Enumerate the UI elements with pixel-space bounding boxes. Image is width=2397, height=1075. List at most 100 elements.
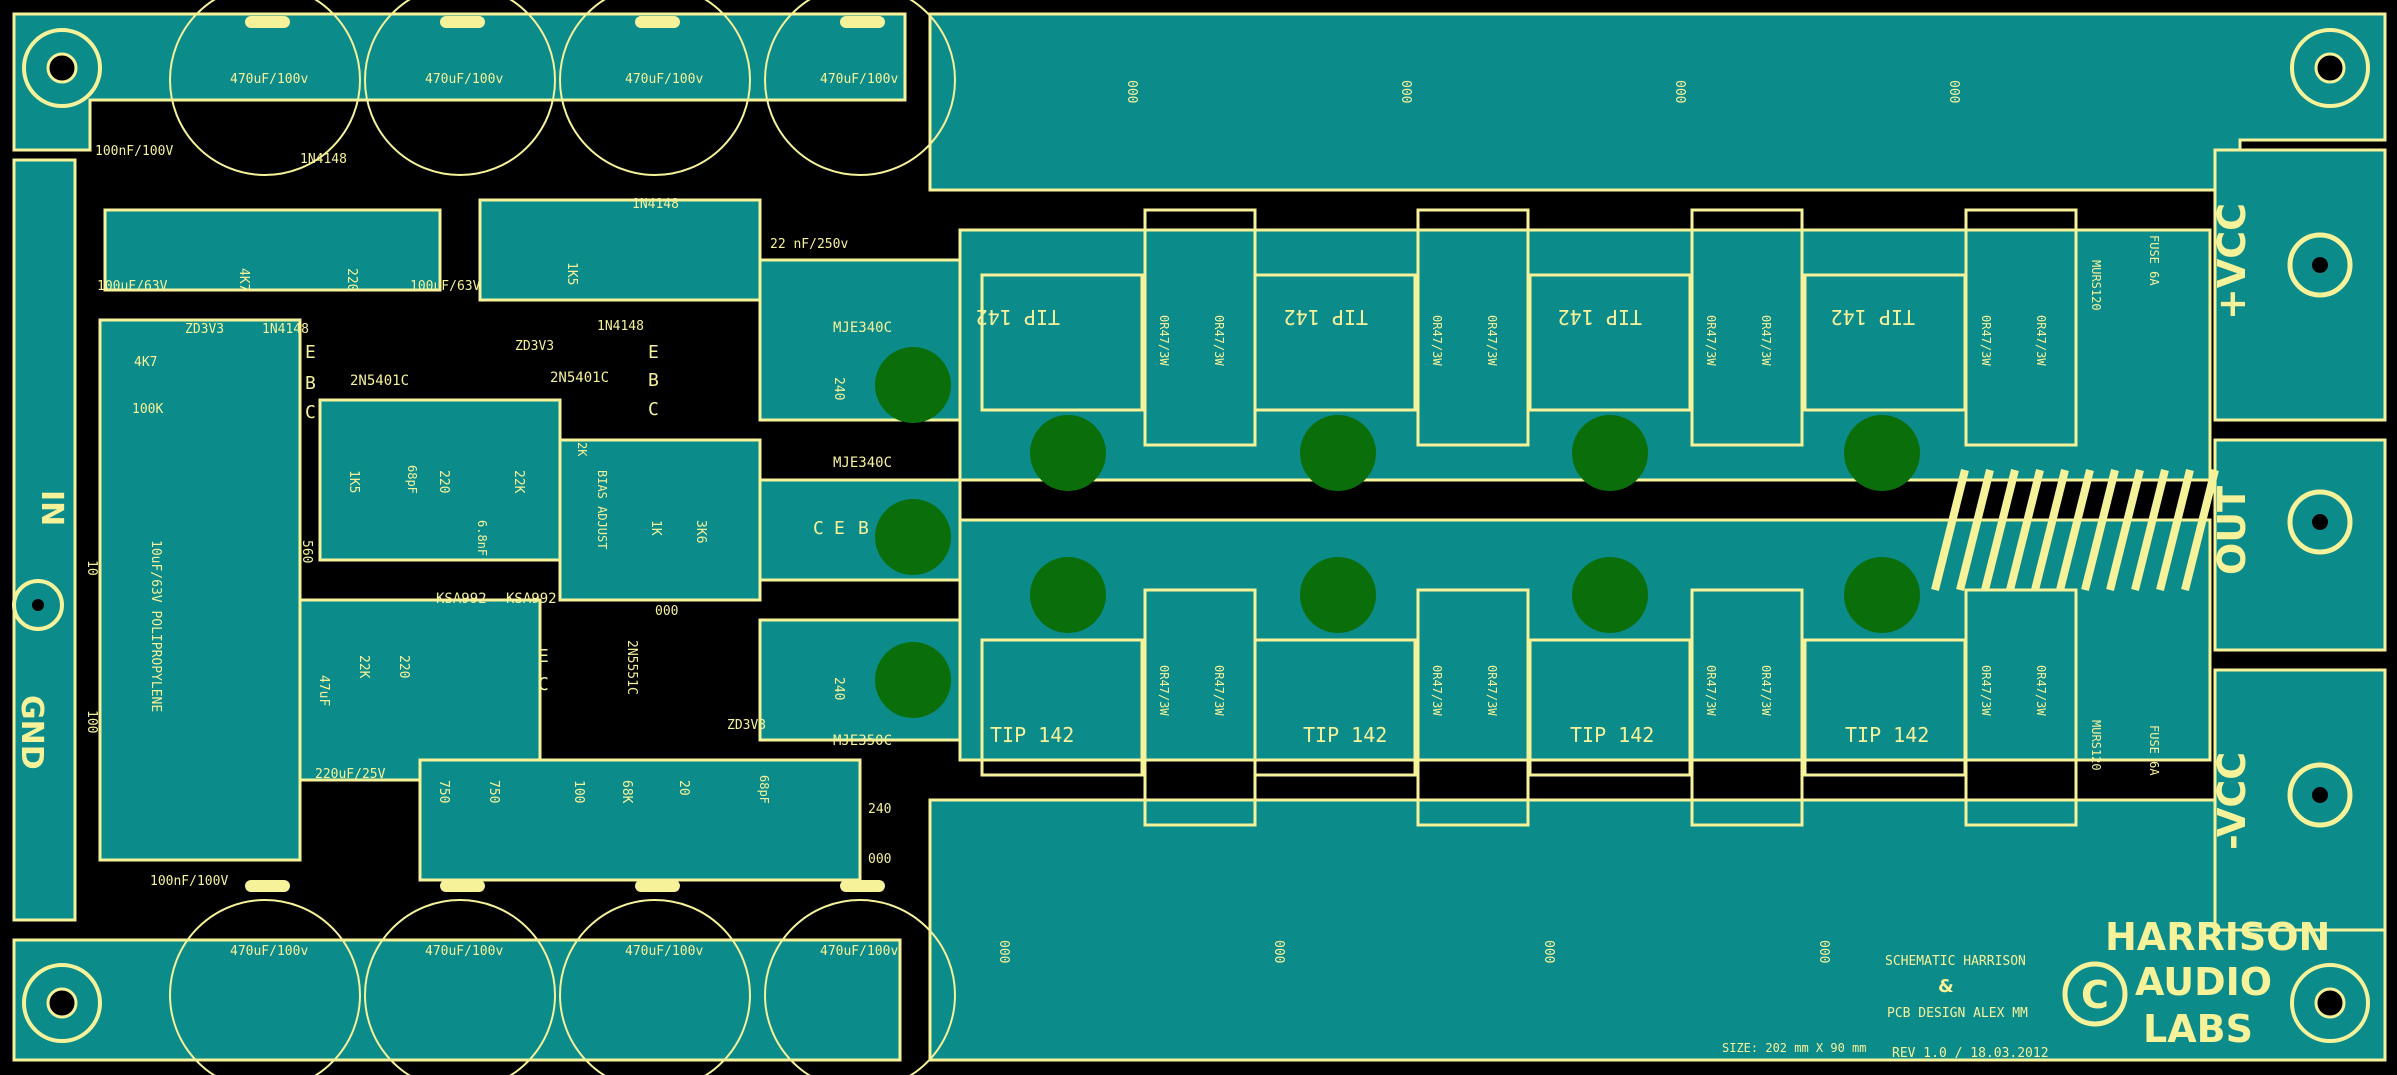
label-bias-adjust: BIAS ADJUST	[595, 470, 609, 549]
label-emit-8: 0R47/3W	[2034, 315, 2048, 366]
label-r000-top-3: 000	[1672, 80, 1687, 103]
label-pin-c3: C	[538, 674, 549, 695]
label-r220a: 220	[344, 268, 359, 291]
bulk-capacitors	[169, 0, 956, 1075]
mounting-holes	[22, 28, 2370, 1043]
label-emit-14: 0R47/3W	[1759, 665, 1773, 716]
label-cap-100u-mid: 100uF/63V	[410, 279, 481, 294]
label-q2n5551: 2N5551C	[624, 640, 639, 695]
label-emit-11: 0R47/3W	[1430, 665, 1444, 716]
label-r000-bot-1: 000	[996, 940, 1011, 963]
label-z1: ZD3V3	[185, 322, 224, 337]
label-emit-5: 0R47/3W	[1704, 315, 1718, 366]
label-r240a: 240	[831, 377, 846, 400]
label-r2k: 2K	[575, 442, 589, 457]
output-inductor	[1931, 469, 2219, 591]
label-emit-7: 0R47/3W	[1979, 315, 1993, 366]
label-cap-470-6: 470uF/100v	[425, 944, 503, 959]
label-r22kb: 22K	[356, 655, 371, 679]
label-pin-c1: C	[305, 402, 316, 423]
output-transistor-outlines	[980, 208, 2078, 827]
label-r10: 10	[84, 560, 99, 576]
label-cap-470-1: 470uF/100v	[230, 72, 308, 87]
label-r000-bot-3: 000	[1541, 940, 1556, 963]
heatsink-pads	[875, 347, 1920, 718]
label-mje340a: MJE340C	[833, 320, 892, 336]
diode-labels: 1N4148 1N4148 1N4148 1N4148 ZD3V3 ZD3V3 …	[185, 152, 2103, 771]
label-fuse-bot: FUSE 6A	[2147, 725, 2161, 776]
label-gnd: GND	[14, 695, 49, 770]
label-pin-c4: C	[813, 518, 824, 539]
credit-schematic: SCHEMATIC HARRISON	[1885, 954, 2026, 969]
label-emit-2: 0R47/3W	[1212, 315, 1226, 366]
label-tip-bot-3: TIP 142	[1570, 723, 1654, 747]
label-emit-16: 0R47/3W	[2034, 665, 2048, 716]
label-r1k: 1K	[648, 520, 663, 536]
label-r000-top-2: 000	[1398, 80, 1413, 103]
label-z3: ZD3V3	[727, 718, 766, 733]
label-r100k: 100K	[132, 402, 163, 417]
bulk-cap-plates	[245, 16, 885, 892]
label-r000-top-1: 000	[1124, 80, 1139, 103]
pad-gnd	[12, 579, 64, 631]
label-cap-100n-bot: 100nF/100V	[150, 874, 228, 889]
credit-rev: REV 1.0 / 18.03.2012	[1892, 1046, 2049, 1061]
label-r000-bot: 000	[868, 852, 891, 867]
label-cap-470-7: 470uF/100v	[625, 944, 703, 959]
label-tip-top-3: TIP 142	[1558, 305, 1642, 329]
mounting-hole-tl	[22, 28, 102, 108]
label-mje340b: MJE340C	[833, 455, 892, 471]
credit-ampersand: &	[1938, 976, 1954, 997]
label-cap-470-2: 470uF/100v	[425, 72, 503, 87]
label-emit-4: 0R47/3W	[1485, 315, 1499, 366]
label-r1k5a: 1K5	[564, 262, 579, 285]
mounting-hole-bl	[22, 963, 102, 1043]
label-r240-bot: 240	[868, 802, 891, 817]
resistor-labels: 4K7 100K 4K7 220 1K5 1K5 220 22K 1K 3K6 …	[84, 80, 2048, 963]
label-pin-b4: B	[858, 518, 869, 539]
label-ksa992a: KSA992	[436, 591, 487, 607]
label-pin-e2: E	[648, 342, 659, 363]
label-r000-bias: 000	[655, 604, 678, 619]
label-d4: 1N4148	[597, 319, 644, 334]
label-cap-10u: 10uF/63V POLIPROPYLENE	[148, 540, 163, 712]
label-r000-bot-4: 000	[1816, 940, 1831, 963]
label-r220b: 220	[436, 470, 451, 493]
label-vcc-neg: -VCC	[2210, 752, 2254, 850]
label-ksa992b: KSA992	[506, 591, 557, 607]
label-emit-3: 0R47/3W	[1430, 315, 1444, 366]
label-out: OUT	[2210, 486, 2254, 575]
label-cap-68p-a: 68pF	[405, 465, 419, 494]
copyright-letter: C	[2081, 973, 2109, 1017]
logo-labs: LABS	[2143, 1007, 2253, 1051]
label-in: IN	[34, 490, 69, 526]
label-cap-100u-left: 100uF/63V	[97, 279, 168, 294]
label-mur-bot: MURS120	[2089, 720, 2103, 771]
pad-vcc-pos	[2287, 232, 2353, 298]
label-cap-470-8: 470uF/100v	[820, 944, 898, 959]
logo-harrison: HARRISON	[2105, 915, 2330, 959]
label-cap-22n: 22 nF/250v	[770, 237, 848, 252]
logo: C HARRISON AUDIO LABS	[2062, 915, 2330, 1051]
label-z2: ZD3V3	[515, 339, 554, 354]
label-r1k5b: 1K5	[346, 470, 361, 493]
label-d1: 1N4148	[300, 152, 347, 167]
label-r100: 100	[84, 710, 99, 733]
label-q2n5401b: 2N5401C	[550, 370, 609, 386]
copyright-circle	[2062, 961, 2128, 1027]
label-pin-e1: E	[305, 342, 316, 363]
label-emit-13: 0R47/3W	[1704, 665, 1718, 716]
label-cap-47u: 47uF	[316, 675, 331, 706]
output-connector-pads	[12, 232, 2353, 828]
label-r750b: 750	[486, 780, 501, 803]
label-r22ka: 22K	[511, 470, 526, 494]
pad-vcc-neg	[2287, 762, 2353, 828]
label-mje350: MJE350C	[833, 733, 892, 749]
label-pin-c2: C	[648, 399, 659, 420]
credit-pcb: PCB DESIGN ALEX MM	[1887, 1006, 2028, 1021]
label-r000-top-4: 000	[1946, 80, 1961, 103]
label-r4k7b: 4K7	[236, 268, 251, 291]
label-r4k7a: 4K7	[134, 355, 157, 370]
label-r3k6: 3K6	[693, 520, 708, 543]
